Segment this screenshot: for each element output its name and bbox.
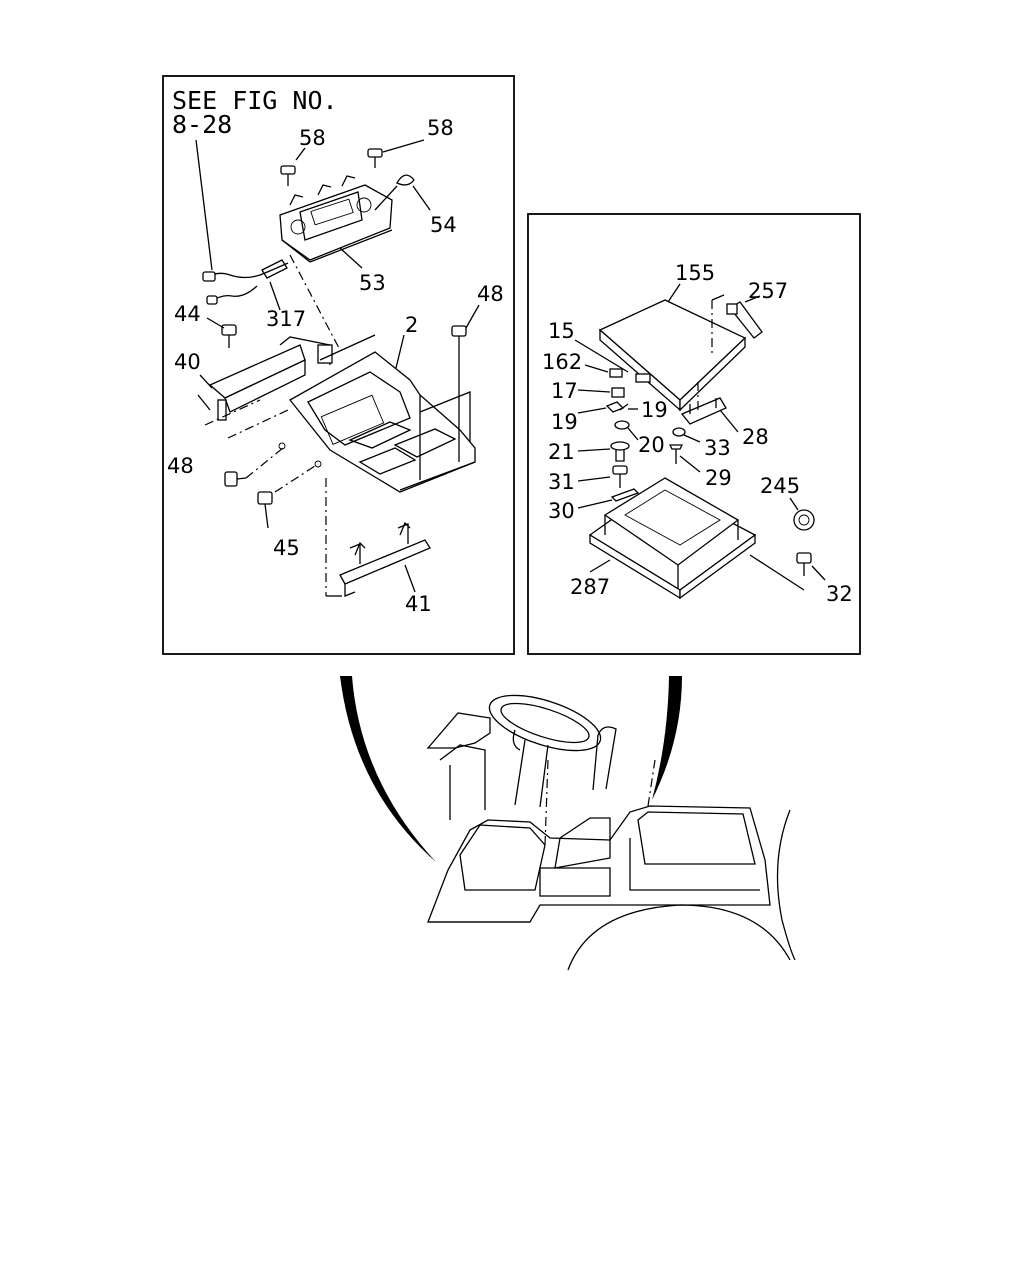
label-48-left: 48 — [167, 454, 194, 478]
label-54: 54 — [430, 213, 457, 237]
label-19-left: 19 — [551, 410, 578, 434]
label-20: 20 — [638, 433, 665, 457]
part-48-bolt-left — [224, 447, 284, 487]
label-33: 33 — [704, 436, 731, 460]
part-28-hinge-plate — [680, 382, 739, 433]
part-58-screw-left — [280, 147, 306, 186]
center-console — [427, 759, 771, 923]
see-fig-note-line1: SEE FIG NO. — [172, 86, 338, 115]
label-32: 32 — [826, 582, 853, 606]
dashboard — [426, 712, 491, 820]
left-panel: SEE FIG NO. 8-28 — [162, 75, 515, 655]
part-317-harness — [202, 259, 289, 311]
label-28: 28 — [742, 425, 769, 449]
part-40-bracket — [197, 336, 333, 439]
label-19-right: 19 — [641, 398, 668, 422]
left-panel-frame — [162, 75, 515, 655]
label-287: 287 — [570, 575, 610, 599]
vehicle-interior-locator — [340, 676, 796, 971]
label-44: 44 — [174, 302, 201, 326]
part-15-clip — [635, 373, 651, 383]
part-54-knob — [374, 174, 431, 211]
label-41: 41 — [405, 592, 432, 616]
label-21: 21 — [548, 440, 575, 464]
part-21-rivet — [577, 441, 630, 462]
part-245-nut — [789, 497, 815, 531]
part-32-bolt — [749, 552, 826, 591]
part-44-bolt — [206, 317, 237, 348]
part-287-tray — [588, 477, 757, 600]
part-17-latch — [577, 387, 625, 398]
part-20-washer — [614, 420, 639, 441]
label-15: 15 — [548, 319, 575, 343]
part-31-screw — [577, 465, 628, 488]
label-245: 245 — [760, 474, 800, 498]
right-panel-frame — [527, 213, 861, 655]
part-162-clip — [609, 368, 623, 378]
label-53: 53 — [359, 271, 386, 295]
part-58-screw-right — [367, 139, 425, 168]
label-155: 155 — [675, 261, 715, 285]
label-40: 40 — [174, 350, 201, 374]
label-17: 17 — [551, 379, 578, 403]
part-41-bracket — [325, 478, 431, 597]
part-19-hinge — [577, 401, 638, 414]
steering-wheel — [488, 694, 602, 808]
label-31: 31 — [548, 470, 575, 494]
label-58-right: 58 — [427, 116, 454, 140]
callout-swoosh-left — [340, 676, 436, 862]
part-2-console — [289, 334, 476, 493]
part-29-screw — [668, 444, 701, 473]
label-30: 30 — [548, 499, 575, 523]
label-162: 162 — [542, 350, 582, 374]
right-panel: 155 257 15 162 17 19 19 21 20 33 28 31 2… — [527, 213, 861, 655]
label-29: 29 — [705, 466, 732, 490]
seat-outline — [567, 809, 796, 971]
label-2: 2 — [405, 313, 418, 337]
see-fig-note-line2: 8-28 — [172, 110, 232, 139]
part-45-bolt — [257, 442, 322, 529]
callout-swoosh-right — [652, 676, 682, 800]
part-257-strap — [711, 294, 763, 356]
label-48-top: 48 — [477, 282, 504, 306]
label-45: 45 — [273, 536, 300, 560]
part-53-control-panel — [279, 175, 393, 263]
gear-shift-lever — [554, 726, 617, 869]
part-33-washer — [672, 427, 701, 443]
part-48-screw-top — [419, 304, 480, 480]
part-30-plate — [577, 488, 640, 509]
label-58-left: 58 — [299, 126, 326, 150]
part-155-lid — [598, 283, 747, 412]
label-257: 257 — [748, 279, 788, 303]
label-317: 317 — [266, 307, 306, 331]
